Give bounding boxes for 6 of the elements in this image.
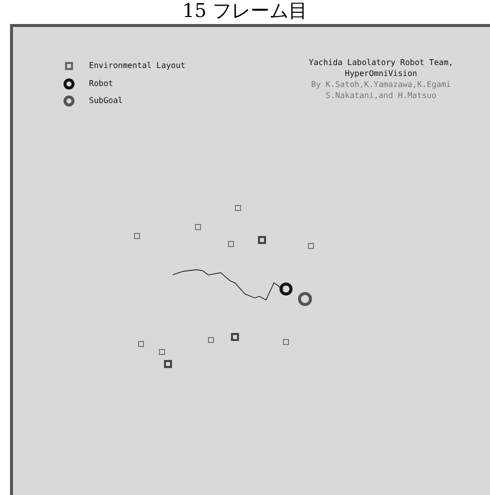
legend-text: Environmental Layout [89, 61, 186, 71]
credit-text: Yachida Labolatory Robot Team, HyperOmniVision [308, 57, 454, 79]
title: 15 フレーム目 [181, 0, 309, 22]
legend-text: SubGoal [89, 96, 123, 106]
author-text: By K.Satoh,K.Yamazawa,K.Egami S.Nakatani,and H.Matsuo [310, 79, 452, 101]
legend-text: Robot [89, 79, 114, 89]
